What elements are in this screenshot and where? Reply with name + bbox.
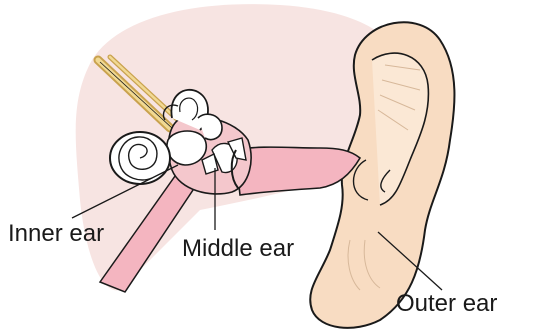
outer-ear-label: Outer ear bbox=[396, 292, 497, 316]
inner-ear-label: Inner ear bbox=[8, 222, 104, 246]
ear-canal bbox=[235, 147, 360, 195]
vestibule bbox=[167, 131, 206, 165]
cochlea bbox=[110, 132, 170, 184]
middle-ear-label: Middle ear bbox=[182, 237, 294, 261]
